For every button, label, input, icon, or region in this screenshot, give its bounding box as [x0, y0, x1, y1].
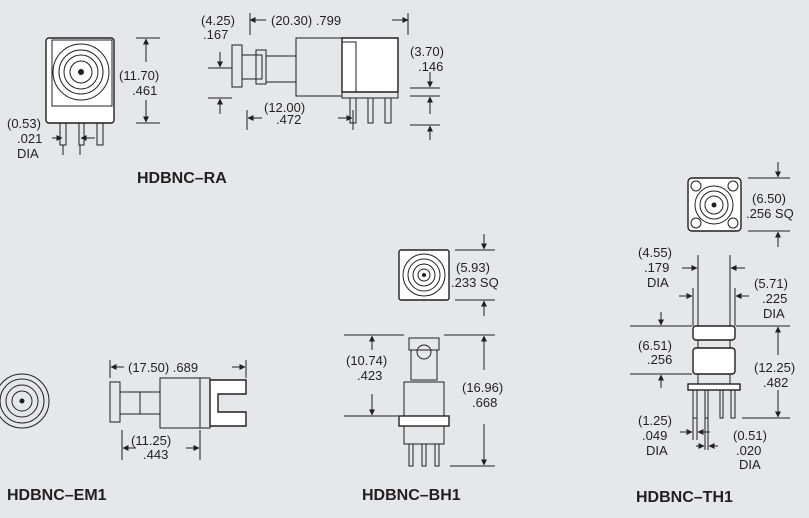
ra-dim-6-dia: DIA [17, 146, 39, 161]
th1-dim-7-in: .020 [736, 443, 761, 458]
th1-dim-2-dia: DIA [647, 275, 669, 290]
th1-dim-1-in: .256 SQ [746, 206, 794, 221]
ra-dim-3-in: .146 [418, 59, 443, 74]
th1-dim-6-dia: DIA [646, 443, 668, 458]
th1-dim-2-in: .179 [644, 260, 669, 275]
th1-dim-6-mm: (1.25) [638, 413, 672, 428]
em1-dim-2-in: .443 [143, 447, 168, 462]
ra-dim-2: (20.30) .799 [271, 13, 341, 28]
th1-side-view [687, 325, 741, 419]
th1-title: HDBNC–TH1 [636, 489, 733, 506]
th1-dim-7-dia: DIA [739, 457, 761, 472]
ra-title: HDBNC–RA [137, 170, 227, 187]
ra-dim-3-mm: (3.70) [410, 44, 444, 59]
th1-dim-1-mm: (6.50) [752, 191, 786, 206]
em1-dimension-lines [109, 360, 247, 460]
th1-dim-3-in: .225 [762, 291, 787, 306]
em1-side-view [109, 377, 247, 429]
th1-dim-3-dia: DIA [763, 306, 785, 321]
th1-dim-2-mm: (4.55) [638, 245, 672, 260]
ra-dim-4-in: .461 [132, 83, 157, 98]
ra-dim-1-in: .167 [203, 27, 228, 42]
hdbnc-th1-group: (6.50) .256 SQ (4.55) .179 DIA (5.71) .2… [630, 162, 795, 506]
ra-dim-5-in: .472 [276, 112, 301, 127]
th1-top-view [687, 177, 742, 232]
hdbnc-bh1-group: (5.93) .233 SQ (10.74) .423 (16.96) .668… [344, 234, 503, 504]
ra-dim-1-mm: (4.25) [201, 13, 235, 28]
ra-dim-6-in: .021 [17, 131, 42, 146]
em1-title: HDBNC–EM1 [7, 487, 107, 504]
th1-dimension-lines [630, 162, 790, 450]
bh1-dim-1-in: .233 SQ [451, 275, 499, 290]
ra-dim-6-mm: (0.53) [7, 116, 41, 131]
bh1-dim-2-in: .423 [357, 368, 382, 383]
th1-dim-4-in: .256 [647, 352, 672, 367]
th1-dim-5-in: .482 [763, 375, 788, 390]
ra-front-view [45, 37, 115, 146]
ra-dim-4-mm: (11.70) [119, 68, 159, 83]
hdbnc-em1-group: (17.50) .689 (11.25) .443 HDBNC–EM1 [0, 360, 247, 504]
th1-dim-4-mm: (6.51) [638, 338, 672, 353]
th1-dim-5-mm: (12.25) [754, 360, 795, 375]
th1-dim-6-in: .049 [642, 428, 667, 443]
bh1-dim-1-mm: (5.93) [456, 260, 490, 275]
th1-dim-7-mm: (0.51) [733, 428, 767, 443]
bh1-dim-3-in: .668 [472, 395, 497, 410]
ra-dim-5-mm: (12.00) [264, 100, 305, 115]
ra-side-view [231, 37, 399, 124]
bh1-front-view [398, 249, 450, 301]
bh1-dim-2-mm: (10.74) [346, 353, 387, 368]
th1-dim-3-mm: (5.71) [754, 276, 788, 291]
em1-dim-2-mm: (11.25) [131, 433, 171, 448]
em1-dim-1: (17.50) .689 [128, 360, 198, 375]
em1-front-view [0, 373, 50, 429]
bh1-dim-3-mm: (16.96) [462, 380, 503, 395]
bh1-title: HDBNC–BH1 [362, 487, 461, 504]
hdbnc-ra-group: (4.25) .167 (20.30) .799 (3.70) .146 (11… [7, 13, 444, 187]
bh1-side-view [398, 337, 450, 467]
bh1-dimension-lines [344, 234, 495, 467]
ra-dimension-lines [52, 13, 440, 155]
